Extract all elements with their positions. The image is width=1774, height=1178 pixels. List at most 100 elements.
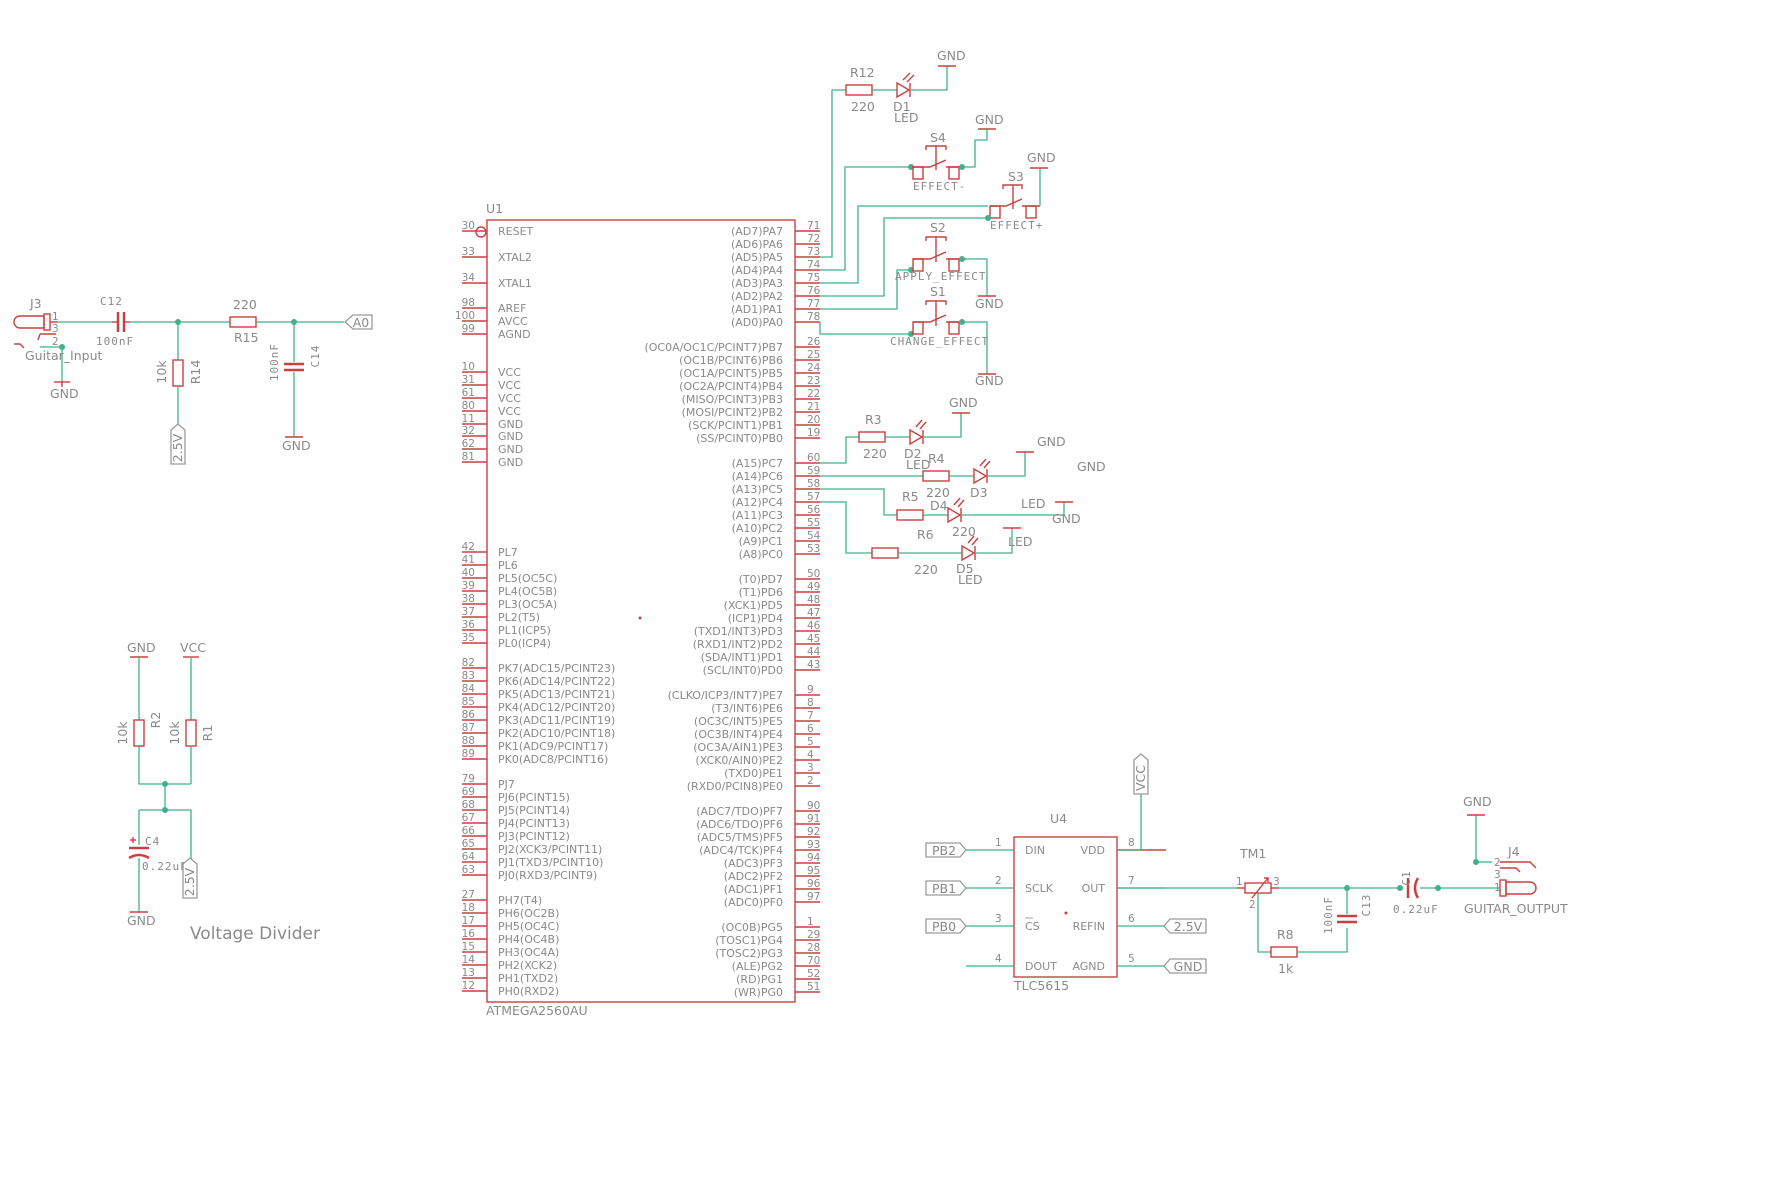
d3-led[interactable] [973, 458, 991, 485]
j4-contacts [1500, 861, 1537, 873]
mcu-name: U1 [486, 201, 503, 216]
mcu-pin-name: (CLKO/ICP3/INT7)PE7 [668, 689, 783, 702]
mcu-pin-number: 5 [807, 736, 814, 748]
r4[interactable] [922, 470, 950, 482]
s4-symbol [913, 145, 962, 170]
mcu-pin-number: 6 [807, 723, 814, 735]
d4-led[interactable] [947, 497, 965, 524]
switch-s4[interactable] [912, 145, 962, 180]
port-flag[interactable] [925, 842, 967, 858]
mcu-pin-number: 91 [807, 813, 820, 825]
mcu-pin-number: 9 [807, 684, 814, 696]
wire-pc4-r6 [820, 501, 872, 554]
r14[interactable] [172, 359, 184, 387]
port-flag[interactable] [925, 918, 967, 934]
part-label: VCC [180, 640, 206, 655]
mcu-pin-number: 83 [462, 670, 475, 682]
wire-pa5-r12 [820, 89, 846, 258]
r3[interactable] [858, 431, 886, 443]
junction [1397, 885, 1403, 891]
mcu-pin-name: PH0(RXD2) [498, 985, 559, 998]
mcu-pin-number: 49 [807, 581, 820, 593]
port-flag[interactable] [1163, 918, 1207, 934]
mcu-pin-name: (TOSC2)PG3 [715, 947, 783, 960]
d2-led[interactable] [909, 419, 927, 446]
mcu-pin-number: 43 [807, 659, 820, 671]
r15[interactable] [229, 316, 257, 328]
j4-jack-tip[interactable] [1499, 879, 1507, 897]
mcu-pin-number: 54 [807, 530, 821, 542]
mcu-pin-name: XTAL2 [498, 251, 532, 264]
switch-s1[interactable] [912, 300, 962, 335]
wire-d2-gnd [924, 413, 962, 438]
mcu-pin-name: VCC [498, 405, 521, 418]
mcu-pin-number: 63 [462, 864, 475, 876]
part-label: S4 [930, 130, 946, 145]
part-label: R8 [1277, 927, 1294, 942]
part-label: R3 [865, 412, 882, 427]
switch-s2[interactable] [912, 236, 962, 272]
mcu-pin-number: 3 [807, 762, 814, 774]
dac-pin-name: AGND [1072, 960, 1105, 973]
dac-name: U4 [1050, 811, 1067, 826]
r5[interactable] [896, 509, 924, 521]
dac-pin-number: 3 [995, 913, 1002, 925]
part-label: 1k [1278, 961, 1294, 976]
dac-u4[interactable]: U4 TLC5615 1DIN2SCLK3CS4DOUT8VDD7OUT6REF… [925, 811, 1207, 993]
mcu-pin-name: XTAL1 [498, 277, 532, 290]
part-label: GND [1077, 459, 1106, 474]
r12[interactable] [845, 84, 873, 96]
part-label: GND [975, 373, 1004, 388]
r1[interactable] [185, 719, 197, 747]
d1-led[interactable] [896, 81, 911, 99]
mcu-pin-number: 81 [462, 451, 475, 463]
mcu-pin-name: (T0)PD7 [739, 573, 783, 586]
wire-d5-gnd [976, 528, 1013, 554]
port-flag[interactable] [1163, 958, 1207, 974]
part-label: GND [975, 296, 1004, 311]
port-flag-vertical[interactable] [170, 423, 186, 465]
d5-led[interactable] [961, 535, 979, 562]
mcu-pin-number: 31 [462, 374, 475, 386]
part-label: R5 [902, 489, 919, 504]
part-label: 220 [233, 297, 257, 312]
wire-pa2 [820, 217, 988, 297]
mcu-pin-number: 28 [807, 942, 820, 954]
junction [1473, 859, 1479, 865]
r6[interactable] [871, 547, 899, 559]
part-label-vertical: 100nF [1322, 896, 1335, 934]
port-flag-a0[interactable] [344, 314, 373, 330]
s1-symbol [913, 300, 962, 326]
switch-s3[interactable] [989, 184, 1040, 219]
mcu-pin-name: (ADC4/TCK)PF4 [699, 844, 783, 857]
part-label: 0.22uF [142, 860, 188, 873]
r8[interactable] [1270, 946, 1298, 958]
mcu-pin-name: (RD)PG1 [736, 973, 783, 986]
port-flag-vertical[interactable] [1133, 753, 1149, 795]
port-flag[interactable] [925, 880, 967, 896]
part-label: GND [127, 913, 156, 928]
port-flag-vertical[interactable] [182, 857, 198, 899]
mcu-pin-number: 60 [807, 452, 820, 464]
j3-pin-num-1: 1 [52, 311, 59, 323]
mcu-pin-number: 66 [462, 825, 476, 837]
j4-jack[interactable] [1505, 881, 1537, 895]
j4-pin-num-1: 1 [1494, 882, 1501, 894]
mcu-pin-name: (SDA/INT1)PD1 [701, 651, 783, 664]
mcu-pin-number: 7 [807, 710, 814, 722]
r2[interactable] [133, 719, 145, 747]
part-label: C4 [145, 835, 160, 848]
dac-pin-name: SCLK [1025, 882, 1054, 895]
part-label: Voltage Divider [190, 924, 320, 944]
mcu-pin-name: (A9)PC1 [739, 535, 783, 548]
mcu-pin-name: (OC0B)PG5 [721, 921, 783, 934]
mcu-pin-name: (SCK/PCINT1)PB1 [688, 419, 783, 432]
dac-body [1013, 836, 1118, 978]
part-label: GND [50, 386, 79, 401]
mcu-part: ATMEGA2560AU [486, 1003, 588, 1018]
j3-jack[interactable] [13, 315, 45, 329]
